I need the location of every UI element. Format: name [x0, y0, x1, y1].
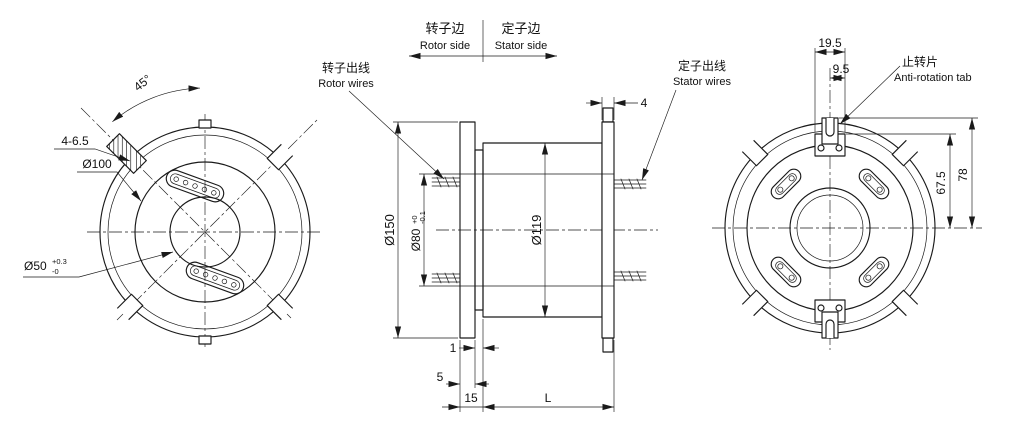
stator-connector-ne [858, 168, 890, 200]
angle-45-label: 45° [131, 72, 154, 94]
section-view: Ø150 Ø80 +0 -0.1 Ø119 4 [318, 20, 732, 412]
step-label: 1 [450, 341, 457, 355]
rotor-wires-label-en: Rotor wires [318, 78, 374, 90]
centerline-diagonal-45 [116, 119, 318, 321]
dim-67_5-label: 67.5 [934, 171, 948, 195]
dim-d80: Ø80 +0 -0.1 [409, 173, 460, 287]
tab-label-cn: 止转片 [902, 54, 938, 69]
body-length-label: L [545, 391, 552, 405]
d80-label: Ø80 [409, 228, 423, 251]
stator-wires-callout: 定子出线 Stator wires [641, 58, 732, 181]
stator-wire-bundle-lower [613, 270, 647, 282]
hub-length-label: 5 [437, 370, 444, 384]
d100-label: Ø100 [82, 157, 112, 171]
rotor-side-label-cn: 转子边 [425, 21, 464, 36]
stator-wire-bundle-upper [613, 178, 647, 190]
d80-upper-tolerance: +0 [410, 215, 419, 224]
plate-thickness-label: 4 [641, 96, 648, 110]
d50-label: Ø50 [24, 259, 47, 273]
stator-plate-bottom-tab [602, 337, 614, 353]
dim-78-label: 78 [956, 168, 970, 182]
dim-d150: Ø150 [382, 121, 458, 339]
bolt-circle-d100 [134, 161, 276, 303]
d150-label: Ø150 [382, 214, 397, 246]
d50-lower-tolerance: -0 [52, 267, 59, 276]
tab-hatching [109, 135, 141, 171]
stator-plate [601, 121, 615, 339]
dim-angle-45: 45° [112, 72, 201, 122]
bore-inner-circle [796, 194, 864, 262]
stator-connector-se [858, 256, 890, 288]
dim-step-1: 1 [450, 319, 499, 412]
stator-side-label-cn: 定子边 [501, 21, 540, 36]
stator-plate-top-tab [602, 107, 614, 123]
dim-plate-thickness: 4 [586, 96, 648, 120]
stator-connector-sw [770, 256, 802, 288]
dim-slot-width-9_5: 9.5 [830, 62, 850, 82]
stator-side-label-en: Stator side [495, 40, 548, 52]
d119-label: Ø119 [529, 215, 544, 246]
flange-step-circle [107, 134, 303, 330]
dim-hub-5: 5 [437, 340, 489, 412]
dim-78: 78 [839, 117, 978, 228]
tab-width-label: 19.5 [818, 36, 842, 50]
dim-slots-4x6_5: 4-6.5 [54, 134, 131, 162]
stator-wires-label-en: Stator wires [673, 76, 732, 88]
d80-lower-tolerance: -0.1 [418, 211, 427, 224]
slots-label: 4-6.5 [61, 134, 89, 148]
slot-width-label: 9.5 [833, 62, 850, 76]
rotor-wire-bundle-lower [431, 272, 461, 284]
top-lug [198, 119, 212, 129]
flange-offset-label: 15 [464, 391, 478, 405]
centerline-diagonal-135 [80, 107, 292, 319]
rotor-wires-label-cn: 转子出线 [322, 60, 370, 75]
dim-d119: Ø119 [529, 143, 549, 317]
mounting-slots [741, 139, 919, 317]
side-indicator: 转子边 Rotor side 定子边 Stator side [409, 20, 557, 62]
left-view: 45° 4-6.5 Ø100 Ø50 +0.3 -0 [23, 72, 323, 350]
bottom-lug [198, 335, 212, 345]
dim-flange-offset-15: 15 [442, 391, 483, 411]
anti-rotation-tab-callout: 止转片 Anti-rotation tab [839, 54, 972, 125]
rotor-wires-callout: 转子出线 Rotor wires [318, 60, 445, 180]
dim-tab-width-19_5: 19.5 [814, 36, 846, 132]
bore-circle [789, 187, 871, 269]
rotor-wire-bundle-upper [431, 176, 461, 188]
dim-67_5: 67.5 [846, 133, 956, 228]
dim-d50: Ø50 +0.3 -0 [23, 251, 174, 278]
tab-label-en: Anti-rotation tab [894, 72, 972, 84]
bore-circle-d50 [169, 196, 241, 268]
anti-rotation-tab-assembly-top [814, 117, 846, 157]
right-view: 19.5 9.5 止转片 Anti-rotation tab 67.5 78 [712, 36, 982, 350]
dim-d100: Ø100 [77, 157, 142, 202]
rotor-side-label-en: Rotor side [420, 40, 470, 52]
rotor-connector-bottom [185, 261, 245, 295]
stator-wires-label-cn: 定子出线 [678, 58, 726, 73]
stator-connector-nw [770, 168, 802, 200]
dim-body-length-L: L [483, 340, 615, 412]
d50-upper-tolerance: +0.3 [52, 257, 67, 266]
